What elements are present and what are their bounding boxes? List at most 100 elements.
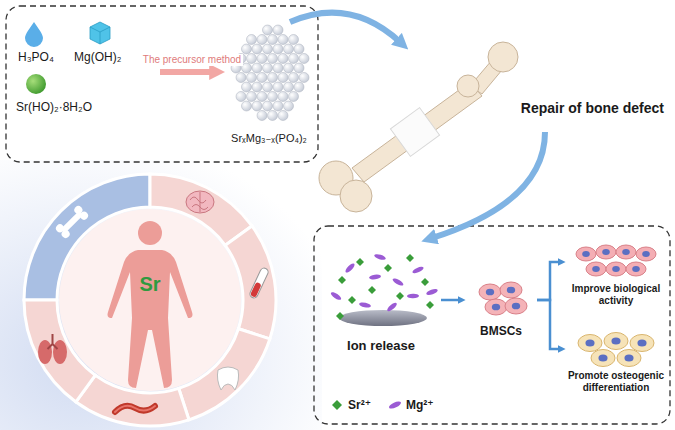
mg-ion [386, 301, 398, 312]
particle [284, 82, 294, 92]
cell-nucleus [624, 354, 633, 361]
node-text: Promote osteogenic differentiation [566, 370, 666, 394]
bone-icon-end [60, 228, 71, 239]
flow-arrow [537, 262, 560, 300]
particle [273, 63, 283, 73]
particle [278, 111, 288, 121]
arrow-label: The precursor method [141, 54, 243, 66]
active-cell [606, 262, 626, 276]
node-text: Mg(OH)₂ [74, 50, 121, 64]
particle [284, 63, 294, 73]
cell-nucleus [582, 251, 590, 257]
node-text: Improve biological activity [566, 283, 666, 307]
particle [252, 63, 262, 73]
particle [268, 35, 278, 45]
osteoblast-cell [617, 350, 641, 367]
node-text: H₃PO₄ [18, 50, 54, 64]
tube-glass [249, 267, 270, 299]
active-cell [596, 245, 616, 259]
particle [257, 35, 267, 45]
cube-icon [90, 22, 110, 44]
particle [289, 73, 299, 83]
bone-icon [54, 204, 89, 239]
particle [278, 92, 288, 102]
flow-arrow [441, 299, 460, 302]
element-label: Sr [139, 272, 160, 296]
particle [257, 111, 267, 121]
particle [278, 54, 288, 64]
particle [247, 73, 257, 83]
mg-ion [412, 265, 425, 274]
particle [247, 92, 257, 102]
stem-cell [479, 284, 501, 300]
particle [273, 25, 283, 35]
particle [242, 101, 252, 111]
particle [299, 54, 309, 64]
swatch-shape [388, 400, 402, 410]
legend-entry: Sr²⁺ [330, 398, 371, 412]
sr-ion [338, 276, 346, 284]
lung-icon [53, 340, 67, 364]
particle [273, 82, 283, 92]
cube-edge [90, 27, 110, 44]
flow-arrow [432, 132, 545, 238]
mg-ion [344, 262, 356, 274]
particle [294, 63, 304, 73]
particle [278, 35, 288, 45]
cell-nucleus [622, 249, 630, 255]
active-cell [626, 262, 646, 276]
particle [263, 25, 273, 35]
femur [319, 42, 518, 212]
cell-nucleus [486, 289, 494, 296]
cell-nucleus [612, 266, 620, 272]
human-head [138, 221, 162, 245]
flow-arrow [160, 69, 214, 75]
mg-ion [369, 274, 382, 280]
particle [268, 54, 278, 64]
panel-ground [0, 160, 322, 430]
organ-ring [24, 174, 276, 426]
particle [289, 92, 299, 102]
sr-ion [356, 258, 364, 266]
particle [268, 73, 278, 83]
cell-nucleus [492, 304, 500, 311]
sr-ion [396, 292, 404, 300]
cell-nucleus [585, 339, 594, 346]
particle [257, 92, 267, 102]
particle [263, 101, 273, 111]
brain-fold [190, 192, 208, 212]
particle [294, 82, 304, 92]
cell-nucleus [602, 249, 610, 255]
reagent-group: H₃PO₄Mg(OH)₂Sr(HO)₂·8H₂O [14, 18, 158, 120]
osteoblast-cell [578, 335, 602, 352]
sr-ion [426, 301, 434, 309]
product-particles: SrₓMg₃₋ₓ(PO₄)₂ [226, 22, 312, 150]
node-text: Repair of bone defect [521, 100, 664, 117]
dashed-frame [314, 226, 670, 424]
cell-nucleus [642, 251, 650, 257]
particle [268, 111, 278, 121]
particle [242, 44, 252, 54]
stem-cell-group: BMSCs [466, 272, 536, 350]
tube-icon [249, 267, 270, 299]
cell-nucleus [637, 339, 646, 346]
sr-ion [336, 312, 344, 320]
vessel-core [115, 406, 155, 412]
osteoblast-cell [630, 335, 654, 352]
human-figure [108, 221, 193, 388]
cell-nucleus [632, 266, 640, 272]
particle [257, 54, 267, 64]
particle-cluster [231, 25, 309, 121]
legend-swatch [330, 399, 344, 411]
particle [257, 73, 267, 83]
osteoblast-cell [591, 350, 615, 367]
particle [263, 44, 273, 54]
active-cell [636, 247, 656, 261]
tooth-icon [217, 367, 238, 390]
bone-icon-end [78, 210, 89, 221]
brain-icon [186, 191, 214, 213]
